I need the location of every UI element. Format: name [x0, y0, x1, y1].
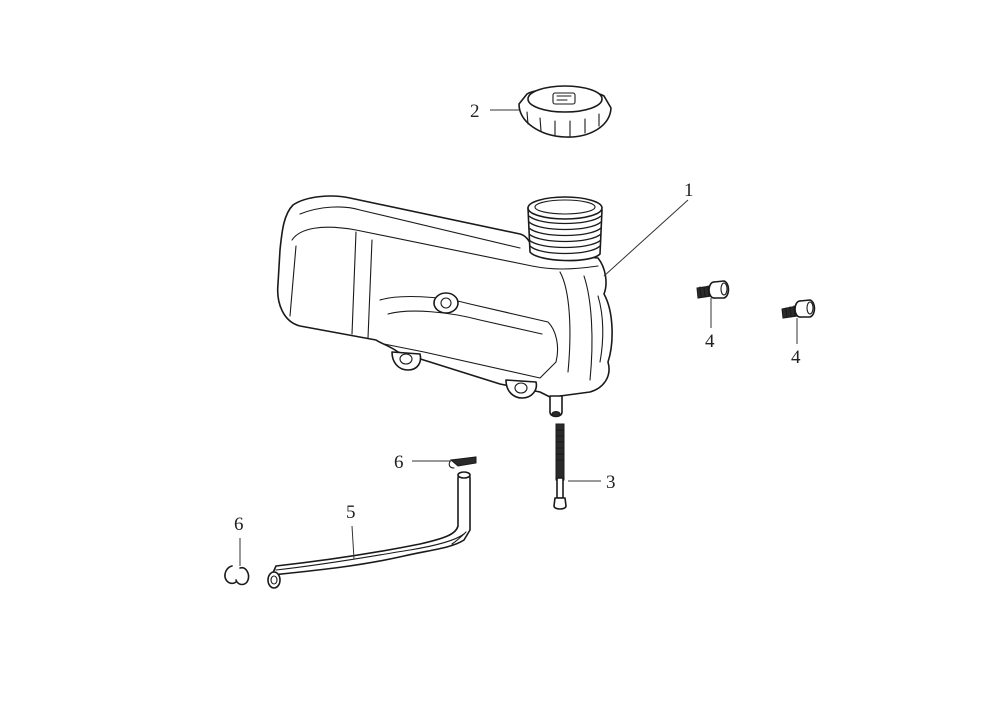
- hose-clip-left: [224, 565, 250, 586]
- filler-neck: [527, 196, 603, 262]
- fuel-hose: [267, 471, 471, 589]
- callout-4-left: 4: [705, 331, 715, 352]
- hose-clip-top: [448, 456, 477, 469]
- fuel-cap: [518, 85, 612, 138]
- leader-part-5: [351, 525, 355, 560]
- long-bolt: [553, 423, 567, 510]
- callout-2: 2: [470, 101, 480, 122]
- tank-mount-lug-right: [505, 379, 538, 399]
- callout-6-top: 6: [394, 452, 404, 473]
- callout-6-left: 6: [234, 514, 244, 535]
- callout-labels: 1 2 3 4 4 5 6 6: [234, 101, 801, 535]
- leader-lines: [239, 109, 798, 566]
- leader-part-1: [603, 199, 689, 277]
- callout-3: 3: [606, 472, 616, 493]
- short-bolt-left: [696, 280, 730, 299]
- fuel-outlet-nozzle: [549, 395, 563, 418]
- callout-1: 1: [684, 180, 694, 201]
- callout-5: 5: [346, 502, 356, 523]
- short-bolt-right: [781, 299, 816, 319]
- tank-mount-lug-left: [391, 351, 422, 371]
- callout-4-right: 4: [791, 347, 801, 368]
- fuel-tank: [276, 195, 613, 418]
